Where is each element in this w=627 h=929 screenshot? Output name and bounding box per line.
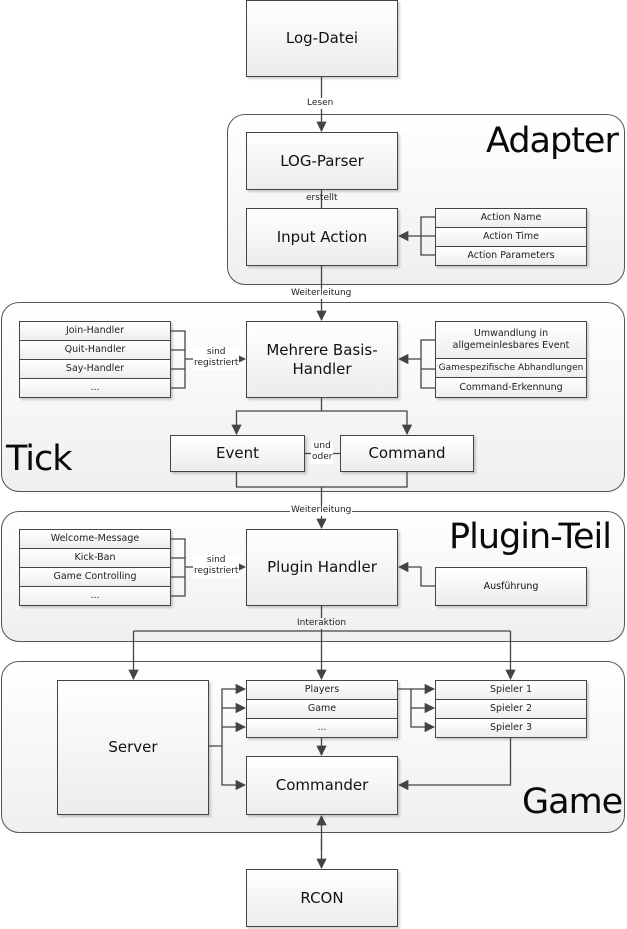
list-item: Players [247,681,397,700]
edge-label-forward-2: Weiterleitung [290,505,353,517]
list-item: Action Name [436,209,586,228]
list-item: ... [20,587,170,605]
list-item: Command-Erkennung [436,378,586,397]
edge-label-registered-2-line2: registriert [194,566,239,577]
list-item: Welcome-Message [20,530,170,549]
edge-label-and-or-line1: und [313,441,331,451]
edge-label-registered-2: sind registriert [193,555,240,578]
edge-label-creates: erstellt [306,193,338,203]
group-title-game: Game [522,782,623,822]
edge-label-forward-1: Weiterleitung [290,288,353,300]
node-rcon: RCON [246,869,398,927]
node-execution-label: Ausführung [483,580,539,592]
node-event: Event [170,435,305,472]
node-log-parser: LOG-Parser [246,132,398,190]
list-item: Action Parameters [436,247,586,265]
node-log-file: Log-Datei [246,0,398,77]
list-item: Gamespezifische Abhandlungen [436,358,586,379]
node-command-label: Command [368,444,446,463]
list-item: ... [20,379,170,397]
edge-label-and-or: und oder [311,441,334,464]
node-base-handlers: Mehrere Basis-Handler [246,321,398,398]
node-input-action-label: Input Action [276,227,368,246]
list-item: ... [247,719,397,737]
node-server-label: Server [108,738,158,757]
node-log-file-label: Log-Datei [285,29,359,48]
node-log-parser-label: LOG-Parser [280,151,364,170]
list-item: Join-Handler [20,322,170,341]
edge-label-registered-1-line2: registriert [194,358,239,369]
edge-label-and-or-line2: oder [312,452,333,463]
node-plugin-handler-label: Plugin Handler [267,558,377,577]
node-event-label: Event [216,444,259,463]
list-item: Game Controlling [20,568,170,587]
list-tick-handlers: Join-Handler Quit-Handler Say-Handler ..… [19,321,171,398]
list-item: Say-Handler [20,360,170,379]
edge-label-registered-1: sind registriert [193,347,240,370]
group-title-tick: Tick [6,439,73,479]
edge-label-registered-2-line1: sind [206,555,226,565]
node-commander-label: Commander [275,776,369,795]
node-base-handlers-label: Mehrere Basis-Handler [266,340,378,378]
node-execution: Ausführung [435,567,587,606]
edge-label-registered-1-line1: sind [206,347,226,357]
edge-label-interaction: Interaktion [296,618,348,630]
list-action-fields: Action Name Action Time Action Parameter… [435,208,587,266]
node-server: Server [57,680,209,815]
group-title-adapter: Adapter [486,121,619,161]
list-item: Umwandlung in allgemeinlesbares Event [436,322,586,359]
edge-label-read: Lesen [306,98,335,110]
list-item: Spieler 3 [436,719,586,737]
list-item: Action Time [436,228,586,247]
list-item: Spieler 1 [436,681,586,700]
list-item: Kick-Ban [20,549,170,568]
list-game-objects: Players Game ... [246,680,398,738]
list-item: Quit-Handler [20,341,170,360]
list-plugins: Welcome-Message Kick-Ban Game Controllin… [19,529,171,606]
group-title-plugin: Plugin-Teil [449,517,612,557]
node-input-action: Input Action [246,208,398,266]
node-rcon-label: RCON [300,888,344,907]
list-players: Spieler 1 Spieler 2 Spieler 3 [435,680,587,738]
node-commander: Commander [246,756,398,815]
node-command: Command [340,435,474,472]
list-item: Spieler 2 [436,700,586,719]
list-item: Game [247,700,397,719]
list-handler-tasks: Umwandlung in allgemeinlesbares Event Ga… [435,321,587,398]
node-plugin-handler: Plugin Handler [246,529,398,606]
